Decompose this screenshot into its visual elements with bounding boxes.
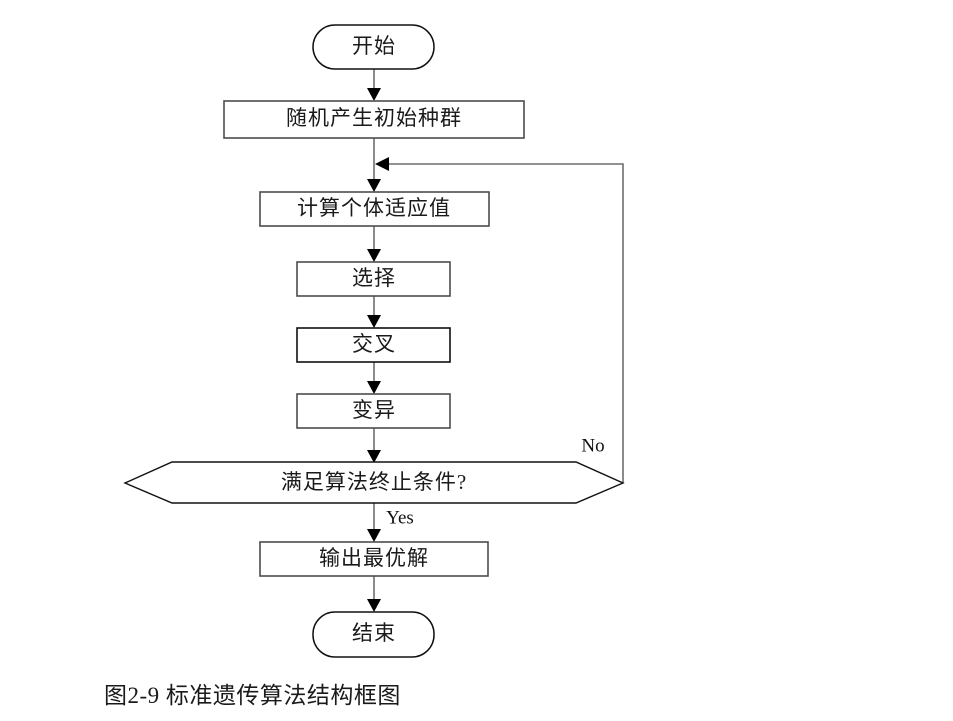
node-mutation-shape bbox=[296, 393, 451, 429]
node-output-best-shape bbox=[259, 541, 489, 577]
edge-init-to-fitness bbox=[367, 138, 381, 192]
node-mutation-label: 变异 bbox=[352, 398, 396, 422]
node-crossover-label: 交叉 bbox=[352, 332, 396, 356]
arrow-head-icon bbox=[367, 450, 381, 463]
arrow-head-icon bbox=[367, 88, 381, 101]
arrow-head-icon bbox=[367, 249, 381, 262]
edge-layer: No bbox=[367, 69, 624, 612]
node-crossover[interactable]: 交叉 bbox=[296, 327, 451, 363]
node-output-best[interactable]: 输出最优解 bbox=[259, 541, 489, 577]
node-output-best-label: 输出最优解 bbox=[319, 546, 429, 570]
node-end-shape bbox=[312, 611, 435, 658]
node-start-shape bbox=[312, 24, 435, 70]
edge-decision-to-fitness-loop: No bbox=[375, 157, 624, 483]
node-compute-fitness-label: 计算个体适应值 bbox=[297, 196, 451, 220]
arrow-head-icon bbox=[375, 157, 389, 171]
edge-crossover-to-mutation bbox=[367, 362, 381, 394]
arrow-head-icon bbox=[367, 315, 381, 328]
node-layer: 开始 随机产生初始种群 计算个体适应值 选择 交叉 bbox=[123, 24, 625, 658]
node-selection[interactable]: 选择 bbox=[296, 261, 451, 297]
arrow-head-icon bbox=[367, 599, 381, 612]
node-end[interactable]: 结束 bbox=[312, 611, 435, 658]
arrow-head-icon bbox=[367, 529, 381, 542]
edge-output-to-end bbox=[367, 576, 381, 612]
node-decision-label: 满足算法终止条件? bbox=[281, 470, 467, 494]
node-init-population[interactable]: 随机产生初始种群 bbox=[223, 100, 525, 139]
edge-select-to-crossover bbox=[367, 296, 381, 328]
node-decision[interactable]: 满足算法终止条件? bbox=[123, 461, 625, 504]
edge-label-yes: Yes bbox=[386, 507, 414, 528]
arrow-head-icon bbox=[367, 179, 381, 192]
node-compute-fitness-shape bbox=[259, 191, 490, 227]
node-mutation[interactable]: 变异 bbox=[296, 393, 451, 429]
edge-decision-to-output: Yes bbox=[367, 503, 414, 542]
node-compute-fitness[interactable]: 计算个体适应值 bbox=[259, 191, 490, 227]
edge-label-no: No bbox=[581, 435, 604, 456]
edge-start-to-init bbox=[367, 69, 381, 101]
node-crossover-shape bbox=[296, 327, 451, 363]
node-start-label: 开始 bbox=[352, 34, 396, 58]
node-start[interactable]: 开始 bbox=[312, 24, 435, 70]
edge-fitness-to-select bbox=[367, 226, 381, 262]
node-init-population-label: 随机产生初始种群 bbox=[286, 106, 462, 130]
node-selection-shape bbox=[296, 261, 451, 297]
edge-mutation-to-decision bbox=[367, 428, 381, 463]
figure-caption: 图2-9 标准遗传算法结构框图 bbox=[104, 683, 401, 708]
node-selection-label: 选择 bbox=[352, 266, 396, 290]
node-end-label: 结束 bbox=[352, 621, 396, 645]
node-init-population-shape bbox=[223, 100, 525, 139]
arrow-head-icon bbox=[367, 381, 381, 394]
node-decision-shape bbox=[123, 461, 625, 504]
